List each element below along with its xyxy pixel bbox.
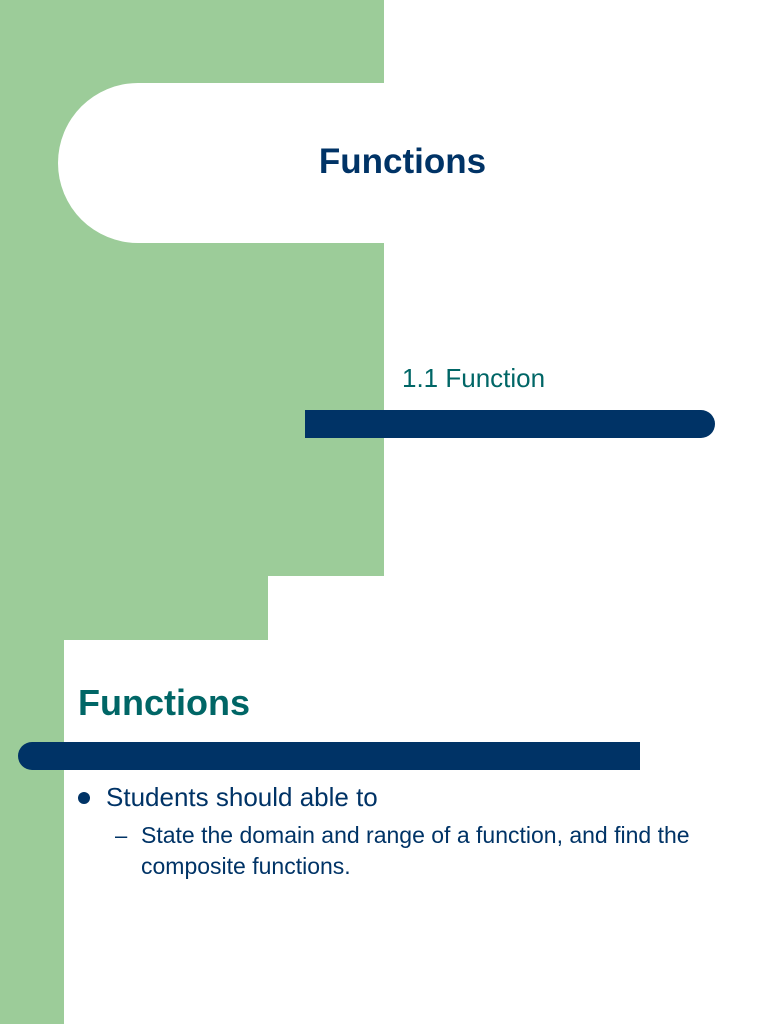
- title-pill-background: [58, 83, 768, 243]
- slide-1: Functions 1.1 Function: [0, 0, 768, 576]
- bullet-dot-icon: [78, 792, 90, 804]
- decorative-navy-bar: [18, 742, 640, 770]
- slide-1-subtitle: 1.1 Function: [402, 363, 546, 393]
- bullet-text: Students should able to: [106, 782, 378, 812]
- green-top-panel: [0, 576, 268, 640]
- sub-bullet-item: – State the domain and range of a functi…: [115, 820, 721, 882]
- slide-2-title: Functions: [78, 682, 250, 723]
- decorative-navy-bar: [305, 410, 715, 438]
- sub-bullet-text: State the domain and range of a function…: [141, 822, 690, 879]
- bullet-item: Students should able to: [78, 780, 378, 814]
- content-card: [64, 640, 768, 1024]
- dash-icon: –: [115, 823, 128, 848]
- slide-1-title: Functions: [318, 142, 487, 181]
- green-side-panel: [0, 576, 64, 1024]
- slide-2: Functions Students should able to – Stat…: [0, 576, 768, 1024]
